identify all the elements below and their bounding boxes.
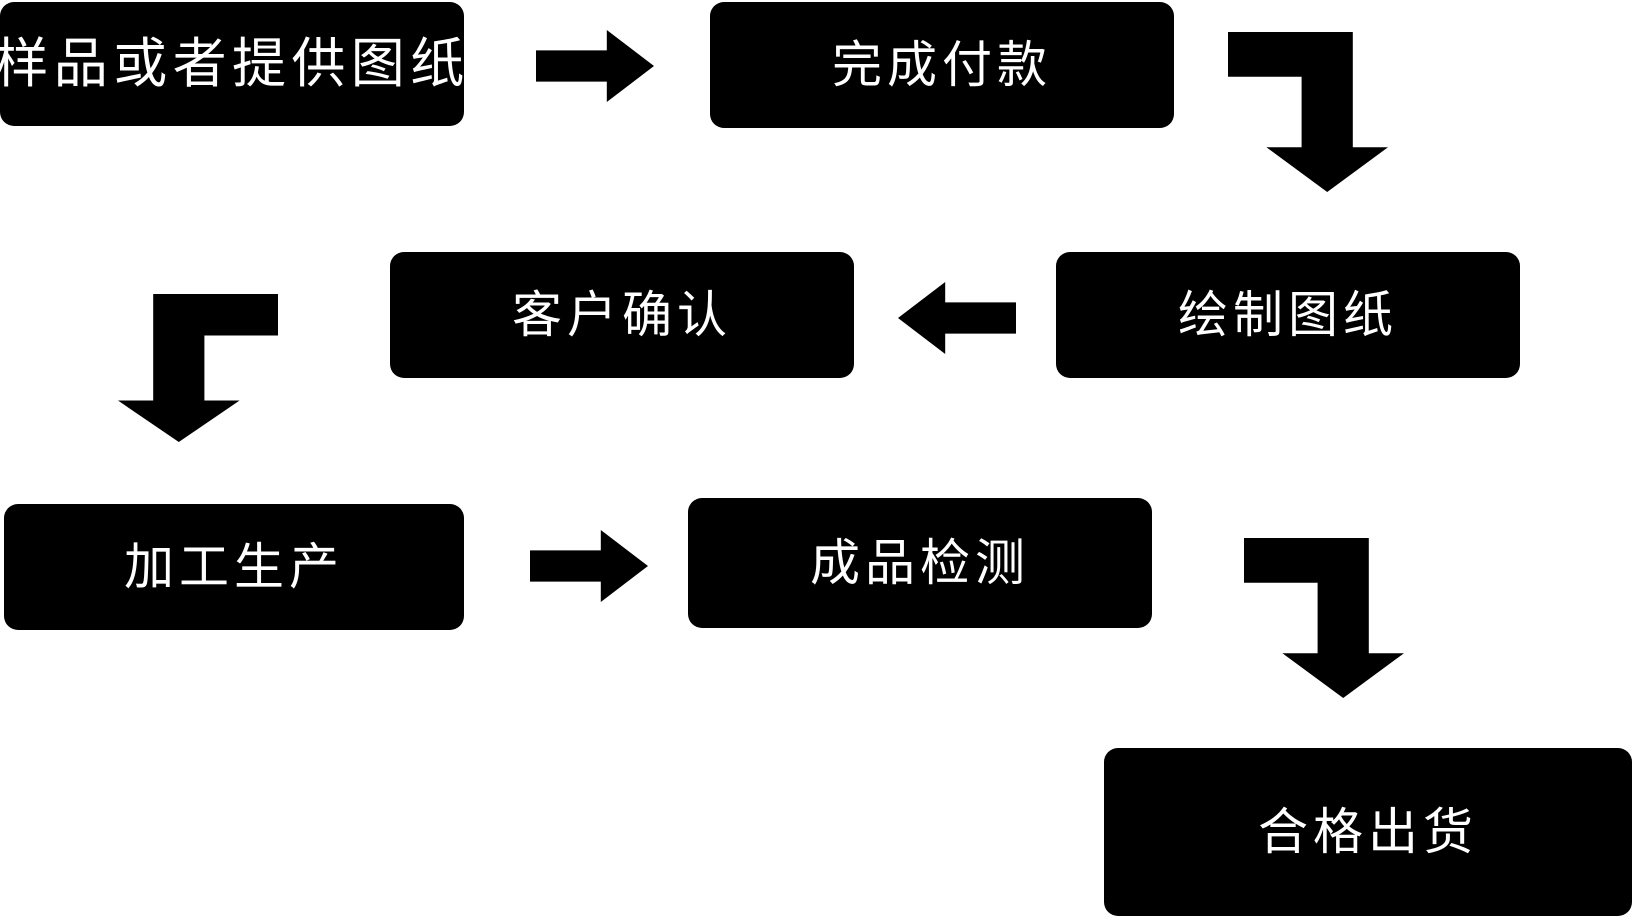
arrow-icon <box>1228 32 1388 192</box>
node-customer-confirm[interactable]: 客户确认 <box>390 252 854 378</box>
arrow-icon <box>1244 538 1404 698</box>
node-label: 完成付款 <box>832 35 1052 94</box>
node-production[interactable]: 加工生产 <box>4 504 464 630</box>
arrow-icon <box>536 30 654 102</box>
arrow-icon <box>118 294 278 442</box>
arrow-icon <box>898 282 1016 354</box>
node-sample-or-drawing[interactable]: 样品或者提供图纸 <box>0 2 464 126</box>
node-qualified-shipment[interactable]: 合格出货 <box>1104 748 1632 916</box>
node-label: 客户确认 <box>512 285 732 344</box>
arrow-icon <box>530 530 648 602</box>
node-label: 样品或者提供图纸 <box>0 32 470 96</box>
node-label: 成品检测 <box>810 533 1030 592</box>
node-label: 合格出货 <box>1258 802 1478 861</box>
node-draw-drawing[interactable]: 绘制图纸 <box>1056 252 1520 378</box>
node-label: 绘制图纸 <box>1178 285 1398 344</box>
node-complete-payment[interactable]: 完成付款 <box>710 2 1174 128</box>
node-finished-inspection[interactable]: 成品检测 <box>688 498 1152 628</box>
node-label: 加工生产 <box>124 537 344 596</box>
